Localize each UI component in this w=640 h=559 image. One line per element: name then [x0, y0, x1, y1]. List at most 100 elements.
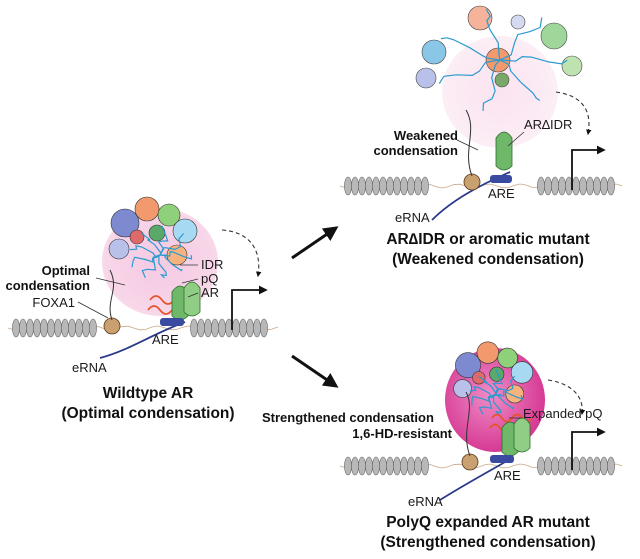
label-erna: eRNA — [408, 494, 443, 509]
foxa1-protein — [461, 453, 479, 471]
arrow-to-weakened — [291, 226, 339, 260]
nucleosome-coil — [579, 176, 587, 196]
idr-strand — [159, 233, 185, 256]
ar-dimer — [171, 281, 201, 321]
caption-title: Wildtype AR — [103, 385, 194, 402]
nucleosome-coil — [260, 318, 268, 338]
nucleosome-coil — [82, 318, 90, 338]
idr-strands — [469, 369, 524, 415]
caption-title: AR∆IDR or aromatic mutant — [386, 231, 589, 248]
label-strengthened-1: Strengthened condensation — [262, 410, 434, 425]
label-erna: eRNA — [395, 210, 430, 225]
coactivator-protein — [455, 352, 481, 379]
coactivator-protein — [510, 14, 526, 30]
nucleosome-coil — [600, 176, 608, 196]
polyq-strand — [147, 305, 173, 315]
nucleosome-coil — [372, 456, 380, 476]
nucleosome-coil — [421, 456, 429, 476]
nucleosome-coil — [47, 318, 55, 338]
are-element — [490, 455, 514, 463]
nucleosome-coil — [379, 176, 387, 196]
nucleosome-coil — [365, 176, 373, 196]
nucleosome-coil — [407, 176, 415, 196]
nucleosome-coil — [197, 318, 205, 338]
nucleosome-coil — [40, 318, 48, 338]
nucleosome-coil — [572, 176, 580, 196]
idr-strand — [499, 59, 541, 101]
idr-strand — [494, 390, 524, 400]
are-element — [160, 318, 184, 326]
tss-arrow — [571, 427, 606, 470]
coactivator-protein — [453, 379, 472, 398]
panel-wildtype: Optimal condensation FOXA1 IDR pQ AR ARE… — [5, 196, 279, 422]
ar-delta-idr-protein — [495, 131, 513, 171]
nucleosome-coil — [246, 318, 254, 338]
label-weakened-1: Weakened — [394, 128, 458, 143]
idr-strand — [499, 55, 568, 65]
coactivator-protein — [166, 244, 188, 266]
dna-tether — [465, 391, 471, 457]
idr-strand — [478, 375, 498, 396]
coactivator-protein — [472, 371, 486, 385]
nucleosome-coil — [558, 456, 566, 476]
idr-strand — [482, 59, 501, 111]
nucleosome-coil — [537, 176, 545, 196]
nucleosome-coil — [61, 318, 69, 338]
nucleosome-coil — [211, 318, 219, 338]
coactivator-protein — [494, 72, 510, 88]
ar-dimer — [501, 417, 531, 457]
idr-strands — [438, 9, 568, 111]
caption-subtitle: (Strengthened condensation) — [380, 534, 595, 551]
idr-strands — [129, 225, 193, 279]
idr-strand — [494, 375, 516, 396]
activation-arrow — [547, 379, 586, 416]
nucleosome-coil — [54, 318, 62, 338]
panel-strengthened: Strengthened condensation 1,6-HD-resista… — [262, 341, 623, 551]
nucleosome-coil — [393, 176, 401, 196]
nucleosome-coil — [89, 318, 97, 338]
nucleosome-coil — [33, 318, 41, 338]
nucleosome-coil — [600, 456, 608, 476]
nucleosome-coil — [372, 176, 380, 196]
nucleosome-coil — [68, 318, 76, 338]
idr-strand — [438, 59, 501, 84]
idr-strand — [440, 37, 501, 61]
protein-cluster — [453, 341, 534, 404]
label-optimal-2: condensation — [5, 278, 90, 293]
chromatin-fiber — [7, 318, 279, 338]
arrow-to-strengthened — [291, 354, 339, 388]
label-weakened-2: condensation — [373, 143, 458, 158]
nucleosome-coil — [358, 176, 366, 196]
nucleosome-coil — [414, 176, 422, 196]
idr-strand — [485, 9, 501, 61]
coactivator-protein — [540, 22, 568, 50]
idr-strand — [494, 394, 515, 410]
coactivator-protein — [110, 208, 140, 238]
activation-arrow — [221, 229, 262, 278]
idr-strand — [141, 254, 161, 279]
nucleosome-coil — [351, 456, 359, 476]
label-expanded-pq: Expanded pQ — [523, 406, 603, 421]
nucleosome-coil — [218, 318, 226, 338]
idr-strand — [478, 394, 496, 415]
nucleosome-coil — [544, 456, 552, 476]
idr-strand — [159, 254, 183, 272]
nucleosome-coil — [393, 456, 401, 476]
nucleosome-coil — [239, 318, 247, 338]
caption-subtitle: (Weakened condensation) — [392, 251, 584, 268]
nucleosome-coil — [232, 318, 240, 338]
coactivator-protein — [108, 238, 130, 260]
nucleosome-coil — [19, 318, 27, 338]
coactivator-protein — [157, 203, 181, 227]
nucleosome-coil — [400, 456, 408, 476]
nucleosome-coil — [593, 456, 601, 476]
coactivator-protein — [489, 366, 505, 382]
nucleosome-coil — [607, 176, 615, 196]
nucleosome-coil — [586, 176, 594, 196]
label-are: ARE — [152, 332, 179, 347]
nucleosome-coil — [537, 456, 545, 476]
nucleosome-coil — [386, 456, 394, 476]
label-erna: eRNA — [72, 360, 107, 375]
